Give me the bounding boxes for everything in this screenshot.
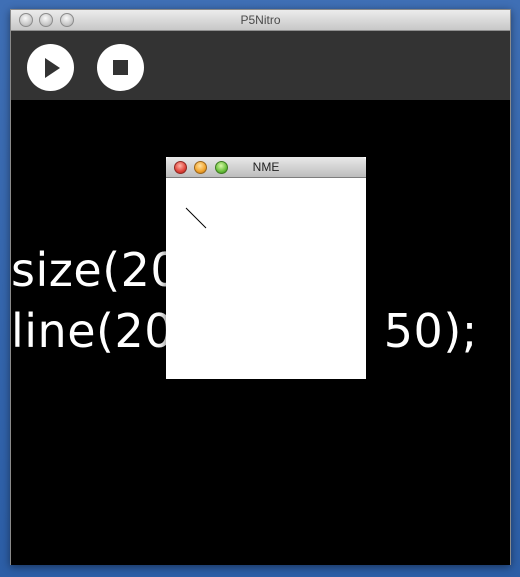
close-window-icon[interactable] [19, 13, 33, 27]
close-icon[interactable] [174, 161, 187, 174]
nme-window-title: NME [252, 160, 280, 174]
main-titlebar[interactable]: P5Nitro [11, 10, 510, 31]
sketch-canvas [166, 178, 366, 379]
nme-window: NME [166, 157, 366, 379]
minimize-icon[interactable] [194, 161, 207, 174]
play-icon [45, 58, 60, 78]
play-button[interactable] [27, 44, 74, 91]
nme-titlebar[interactable]: NME [166, 157, 366, 178]
minimize-window-icon[interactable] [39, 13, 53, 27]
toolbar [11, 31, 510, 100]
sketch-line [185, 207, 207, 229]
window-title: P5Nitro [240, 13, 281, 27]
zoom-window-icon[interactable] [60, 13, 74, 27]
zoom-icon[interactable] [215, 161, 228, 174]
stop-icon [113, 60, 128, 75]
stop-button[interactable] [97, 44, 144, 91]
